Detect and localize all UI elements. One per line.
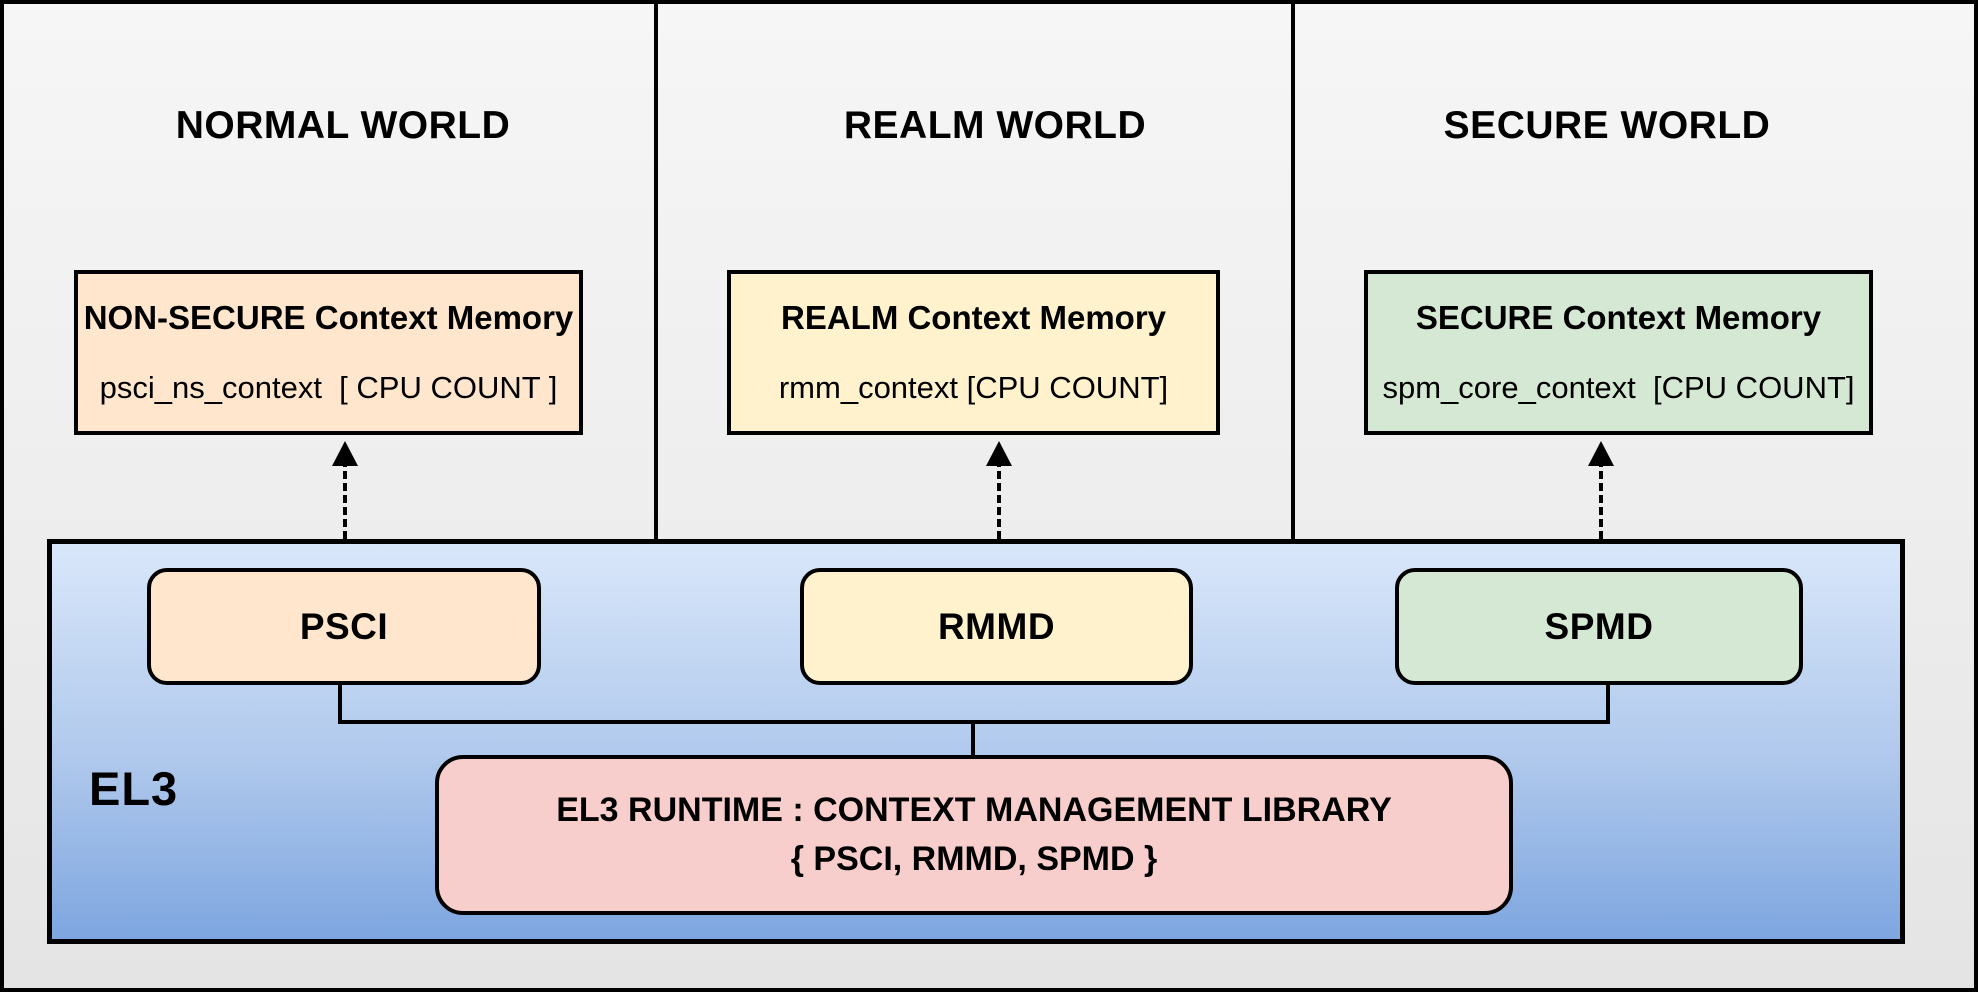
secure-world-title: SECURE WORLD (1443, 104, 1771, 147)
secure-context-memory-title: SECURE Context Memory (1415, 299, 1822, 336)
connector-horizontal-bus (338, 720, 1610, 724)
psci-box: PSCI (147, 568, 541, 685)
dashed-arrow-line (343, 459, 347, 551)
non-secure-context-memory-box: NON-SECURE Context Memory psci_ns_contex… (74, 270, 583, 435)
non-secure-context-memory-variable: psci_ns_context [ CPU COUNT ] (99, 370, 558, 405)
realm-context-memory-title: REALM Context Memory (780, 299, 1167, 336)
non-secure-context-memory-title: NON-SECURE Context Memory (83, 299, 574, 336)
connector-runtime-drop (971, 724, 975, 759)
world-divider-realm-secure (1291, 4, 1295, 539)
spmd-label: SPMD (1544, 605, 1654, 647)
secure-context-memory-box: SECURE Context Memory spm_core_context [… (1364, 270, 1873, 435)
realm-context-memory-variable: rmm_context [CPU COUNT] (778, 370, 1169, 405)
connector-psci-drop (338, 683, 342, 724)
el3-runtime-library-title: EL3 RUNTIME : CONTEXT MANAGEMENT LIBRARY (556, 791, 1392, 829)
realm-world-title: REALM WORLD (843, 104, 1147, 147)
dashed-arrow-line (1599, 459, 1603, 551)
rmmd-box: RMMD (800, 568, 1193, 685)
normal-world-title: NORMAL WORLD (175, 104, 511, 147)
dashed-arrow-line (997, 459, 1001, 551)
realm-context-memory-box: REALM Context Memory rmm_context [CPU CO… (727, 270, 1220, 435)
secure-context-memory-variable: spm_core_context [CPU COUNT] (1382, 370, 1855, 405)
el3-runtime-library-box: EL3 RUNTIME : CONTEXT MANAGEMENT LIBRARY… (435, 755, 1513, 915)
psci-label: PSCI (299, 605, 389, 647)
world-divider-normal-realm (654, 4, 658, 539)
rmmd-label: RMMD (937, 605, 1056, 647)
spmd-box: SPMD (1395, 568, 1803, 685)
connector-spmd-drop (1606, 683, 1610, 724)
el3-runtime-library-members: { PSCI, RMMD, SPMD } (790, 840, 1158, 878)
el3-label: EL3 (89, 762, 179, 815)
